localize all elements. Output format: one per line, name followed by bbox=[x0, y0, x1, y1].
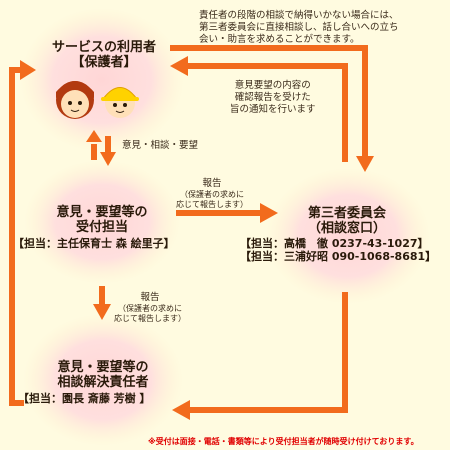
note-opinion: 意見・相談・要望 bbox=[122, 140, 199, 151]
note-report-2-sub2: 応じて報告します） bbox=[114, 314, 186, 323]
note-top-right-line3: 会い・助言を求めることができます。 bbox=[199, 34, 360, 45]
arrow-committee-to-user bbox=[186, 63, 348, 162]
committee-node-line1: 第三者委員会 bbox=[307, 206, 386, 221]
note-report-1-sub1: （保護者の求めに bbox=[180, 190, 244, 199]
note-report-2: 報告 （保護者の求めに 応じて報告します） bbox=[114, 292, 186, 324]
note-report-2-sub1: （保護者の求めに bbox=[118, 304, 182, 313]
resolution-node-line2: 相談解決責任者 bbox=[57, 375, 149, 390]
reception-node-line1: 意見・要望等の bbox=[56, 205, 148, 220]
note-top-right-line1: 責任者の段階の相談で納得いかない場合には、 bbox=[199, 10, 399, 21]
note-middle-right-line1: 意見要望の内容の bbox=[234, 80, 311, 91]
user-node-title: サービスの利用者 【保護者】 bbox=[44, 40, 164, 70]
resolution-contact: 【担当：園長 斎藤 芳樹 】 bbox=[18, 392, 151, 405]
committee-contact-2: 【担当：三浦好昭 090-1068-8681】 bbox=[240, 250, 437, 263]
resolution-node-title: 意見・要望等の 相談解決責任者 bbox=[43, 360, 163, 390]
reception-node-title: 意見・要望等の 受付担当 bbox=[42, 205, 162, 235]
user-node-line1: サービスの利用者 bbox=[51, 40, 156, 55]
note-middle-right-line3: 旨の通知を行います bbox=[230, 104, 316, 115]
note-top-right: 責任者の段階の相談で納得いかない場合には、 第三者委員会に直接相談し、話し合いへ… bbox=[199, 10, 399, 46]
arrow-user-to-committee bbox=[170, 45, 368, 158]
resolution-node-circle bbox=[23, 314, 183, 446]
user-node-circle bbox=[20, 8, 184, 152]
reception-contact: 【担当：主任保育士 森 絵里子】 bbox=[13, 237, 175, 250]
resolution-node-line1: 意見・要望等の bbox=[57, 360, 149, 375]
children-icon bbox=[56, 81, 139, 119]
note-report-1-sub2: 応じて報告します） bbox=[176, 200, 248, 209]
note-report-2-title: 報告 bbox=[140, 292, 160, 303]
committee-contact-1: 【担当：高橋 徹 0237-43-1027】 bbox=[240, 237, 429, 250]
user-node-line2: 【保護者】 bbox=[71, 55, 137, 70]
note-report-1-title: 報告 bbox=[202, 178, 222, 189]
note-middle-right: 意見要望の内容の 確認報告を受けた 旨の通知を行います bbox=[230, 80, 316, 116]
note-report-1: 報告 （保護者の求めに 応じて報告します） bbox=[176, 178, 248, 210]
note-top-right-line2: 第三者委員会に直接相談し、話し合いへの立ち bbox=[199, 22, 399, 33]
arrows bbox=[9, 45, 368, 413]
reception-node-line2: 受付担当 bbox=[75, 220, 128, 235]
committee-node-title: 第三者委員会 （相談窓口） bbox=[292, 206, 402, 236]
arrowheads bbox=[20, 56, 374, 420]
reception-node-circle bbox=[24, 160, 180, 284]
committee-node-circle bbox=[266, 168, 430, 304]
note-middle-right-line2: 確認報告を受けた bbox=[234, 92, 311, 103]
arrow-resolution-to-user bbox=[9, 67, 24, 406]
footnote: ※受付は面接・電話・書類等により受付担当者が随時受け付けております。 bbox=[148, 437, 419, 446]
arrow-committee-to-resolution bbox=[188, 292, 348, 413]
committee-node-line2: （相談窓口） bbox=[307, 221, 386, 236]
